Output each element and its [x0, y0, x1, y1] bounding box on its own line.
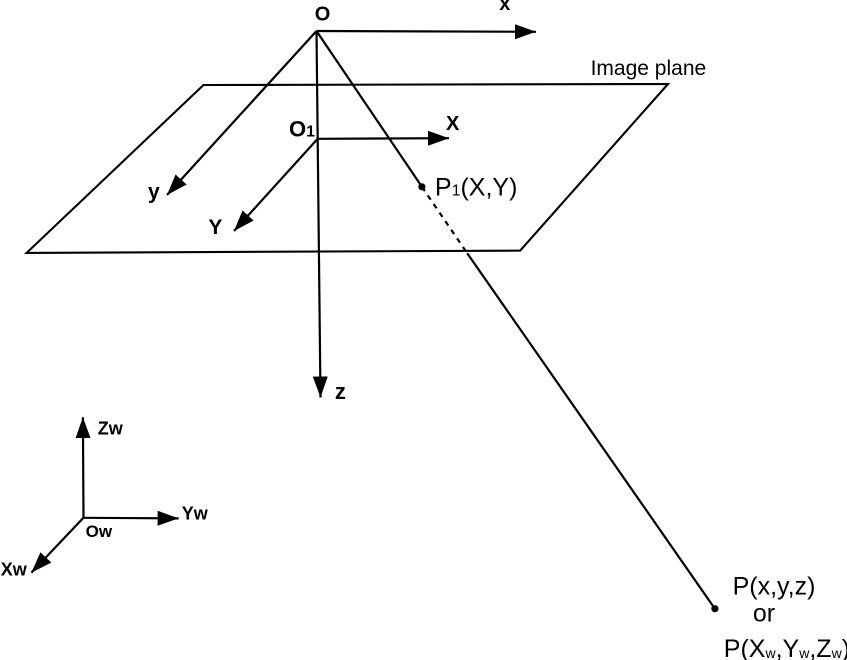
- svg-text:Xw: Xw: [1, 559, 28, 579]
- svg-text:or: or: [753, 599, 775, 627]
- svg-text:Yw: Yw: [182, 503, 209, 523]
- svg-text:P(x,y,z): P(x,y,z): [733, 573, 816, 601]
- svg-text:z: z: [335, 379, 346, 404]
- svg-text:O: O: [315, 4, 331, 26]
- svg-text:Zw: Zw: [98, 419, 124, 439]
- svg-text:x: x: [499, 0, 510, 15]
- svg-text:Y: Y: [208, 216, 222, 239]
- svg-text:y: y: [148, 180, 160, 203]
- svg-text:P1(X,Y): P1(X,Y): [435, 174, 518, 202]
- svg-text:Image plane: Image plane: [591, 57, 707, 80]
- svg-text:O1: O1: [289, 117, 315, 142]
- svg-text:X: X: [446, 113, 460, 135]
- svg-text:Ow: Ow: [86, 522, 113, 541]
- svg-text:P(Xw,Yw,Zw): P(Xw,Yw,Zw): [724, 635, 847, 660]
